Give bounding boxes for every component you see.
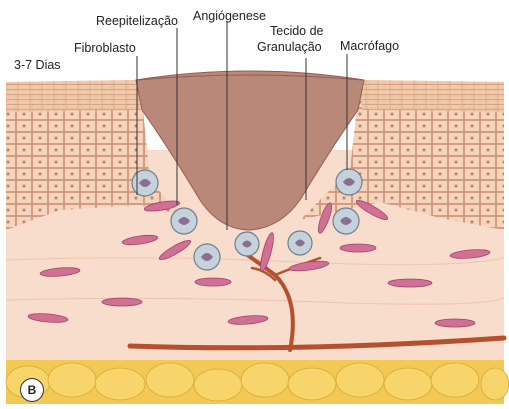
time-label: 3-7 Dias xyxy=(14,58,61,72)
angiogenesis-label: Angiógenese xyxy=(193,9,266,23)
granulation-tissue-label-line1: Tecido de xyxy=(270,24,324,38)
panel-badge: B xyxy=(20,378,44,402)
granulation-tissue-label-line2: Granulação xyxy=(257,40,322,54)
fibroblast-label: Fibroblasto xyxy=(74,41,136,55)
reepithelialization-label: Reepitelização xyxy=(96,14,178,28)
macrophage-label: Macrófago xyxy=(340,39,399,53)
